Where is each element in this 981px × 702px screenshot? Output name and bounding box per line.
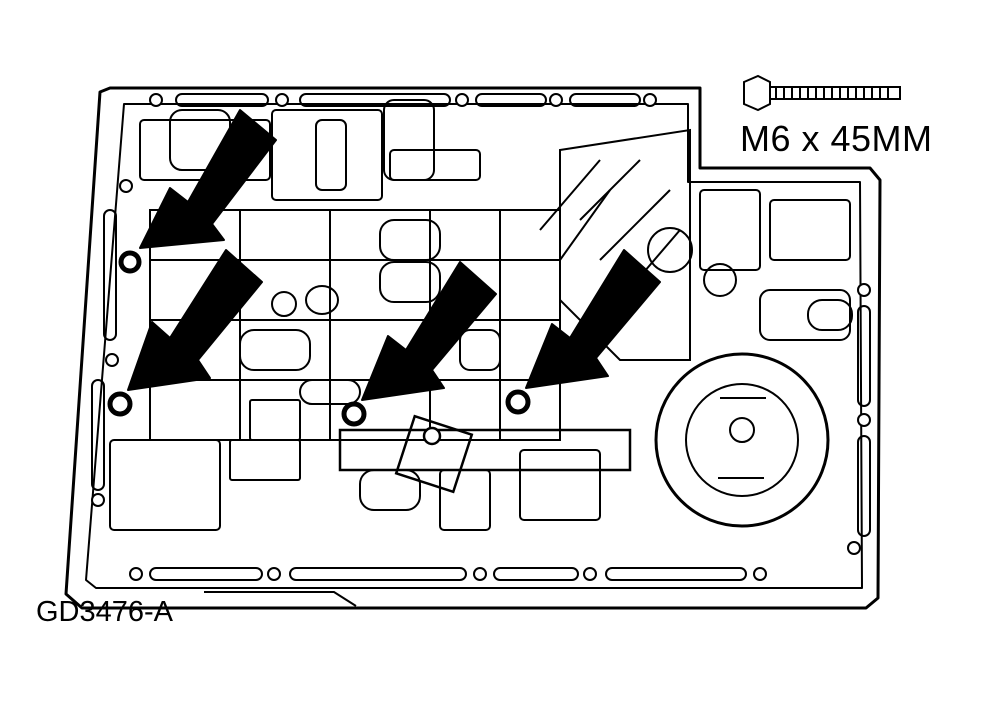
target-bolt-3 <box>341 401 367 427</box>
arrow-icons <box>127 109 661 401</box>
separator-bar <box>338 414 632 494</box>
arrow-icon <box>525 249 661 389</box>
perimeter-holes <box>91 93 871 581</box>
target-bolt-4 <box>505 389 531 415</box>
target-bolt-2 <box>107 391 133 417</box>
valve-channels <box>109 99 853 531</box>
accumulator-cover <box>654 352 830 528</box>
arrow-icon <box>139 109 277 249</box>
target-bolt-1 <box>118 250 142 274</box>
bolt-spec-label: M6 x 45MM <box>740 118 933 159</box>
figure-code-label: GD3476-A <box>36 596 174 628</box>
valve-body-plate <box>64 86 882 610</box>
arrow-icon <box>127 249 263 391</box>
arrow-icon <box>361 261 497 401</box>
perimeter-slots <box>91 93 871 581</box>
bolt-icon <box>743 74 901 112</box>
figure-code-leader <box>204 591 357 607</box>
target-bolts <box>107 250 531 427</box>
